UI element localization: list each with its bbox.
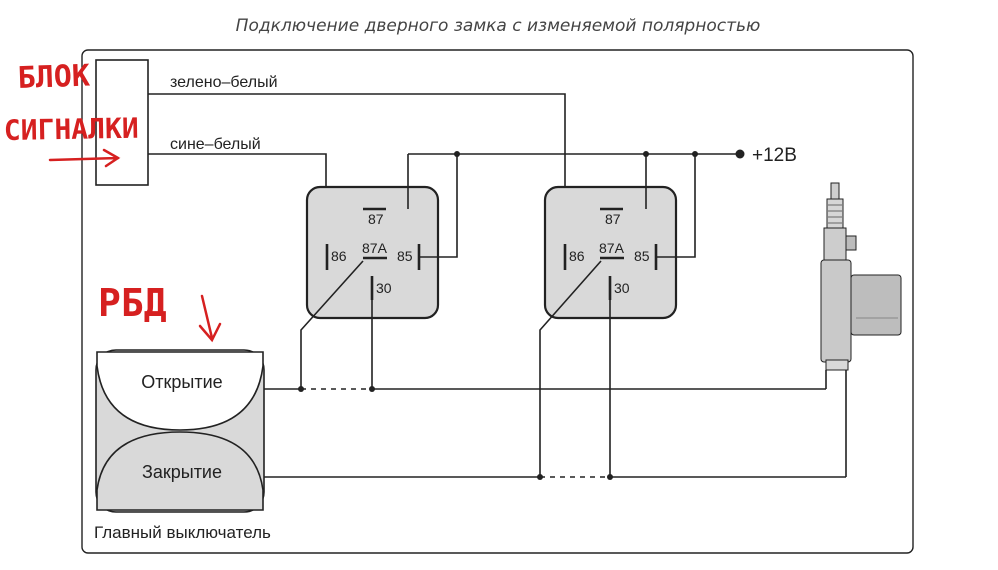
relay-1: 87 86 87A 85 30	[305, 185, 440, 320]
main-switch[interactable]: Открытие Закрытие	[95, 349, 265, 513]
relay-2-pin-85: 85	[634, 248, 650, 264]
wire-r1-85-to-12v	[420, 154, 458, 258]
junction	[537, 474, 543, 480]
wire-label-green-white: зелено–белый	[170, 74, 278, 91]
wire-r2-87a-to-ground	[539, 260, 602, 477]
relay-1-pin-30: 30	[376, 280, 392, 296]
junction	[643, 151, 649, 157]
door-lock-actuator	[820, 182, 902, 371]
handwritten-rbd-label: РБД	[98, 281, 167, 325]
relay-1-pin-87a: 87A	[362, 240, 388, 256]
terminal-12v	[735, 149, 745, 159]
wire-r2-85-to-12v	[657, 154, 696, 258]
wire-r1-87a-to-ground	[300, 260, 364, 389]
main-switch-caption: Главный выключатель	[94, 523, 271, 542]
switch-open-label: Открытие	[141, 372, 222, 392]
junction	[454, 151, 460, 157]
relay-2-pin-86: 86	[569, 248, 585, 264]
handwritten-alarm-line2: СИГНАЛКИ	[4, 112, 139, 147]
relay-2-pin-87: 87	[605, 211, 621, 227]
handwritten-alarm-line1: БЛОК	[17, 58, 90, 96]
wire-label-blue-white: сине–белый	[170, 136, 261, 153]
junction	[692, 151, 698, 157]
relay-2-pin-87a: 87A	[599, 240, 625, 256]
diagram-frame	[81, 49, 914, 554]
main-switch-close-key[interactable]	[96, 431, 264, 511]
handwritten-arrow-down-icon	[198, 294, 222, 343]
handwritten-arrow-right-icon	[48, 148, 121, 168]
junction	[607, 474, 613, 480]
label-12v: +12В	[752, 145, 797, 166]
relay-1-pin-86: 86	[331, 248, 347, 264]
alarm-unit-block	[95, 59, 149, 186]
diagram-title: Подключение дверного замка с изменяемой …	[236, 16, 761, 36]
main-switch-open-key[interactable]	[96, 351, 264, 431]
wire-blue-white	[148, 153, 327, 265]
junction	[369, 386, 375, 392]
relay-2-pin-30: 30	[614, 280, 630, 296]
relay-1-pin-85: 85	[397, 248, 413, 264]
relay-1-pin-87: 87	[368, 211, 384, 227]
switch-close-label: Закрытие	[142, 462, 222, 482]
relay-2: 87 86 87A 85 30	[543, 185, 678, 320]
junction	[298, 386, 304, 392]
